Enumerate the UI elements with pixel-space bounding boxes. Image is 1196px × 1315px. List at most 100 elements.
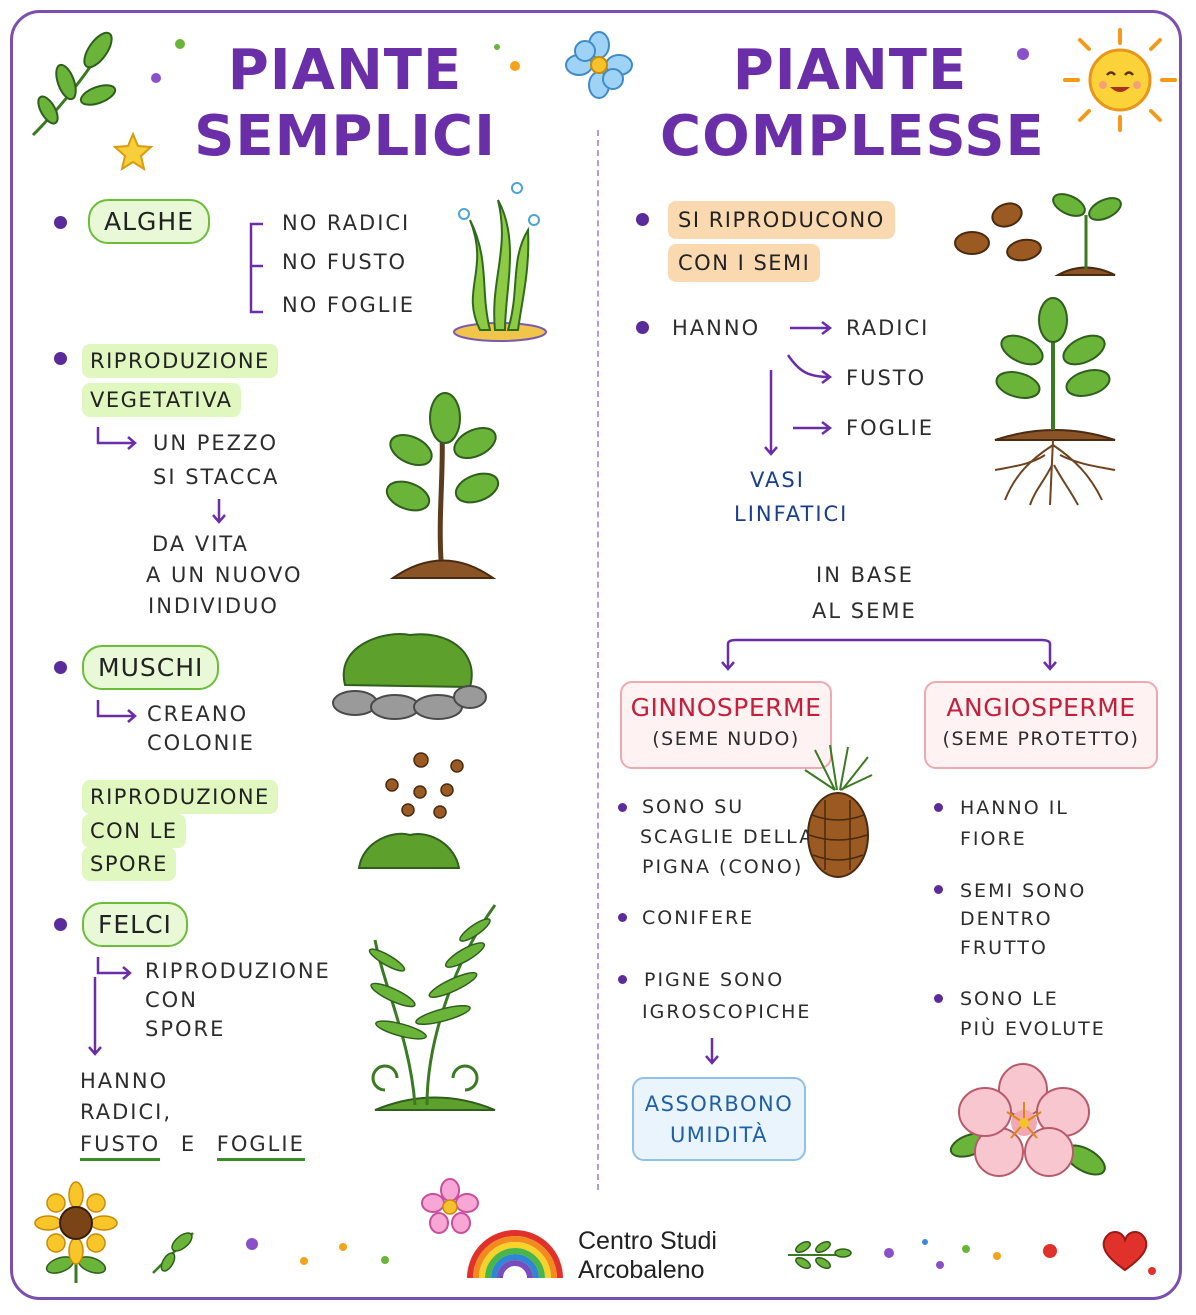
vegetativa-label-2: VEGETATIVA [82,383,241,417]
vegetativa-step2-line3: INDIVIDUO [148,594,279,618]
alghe-item-1: NO RADICI [282,211,411,235]
angio-b1-line1: HANNO IL [960,797,1069,819]
left-title-line1: PIANTE [227,38,463,103]
star-icon [112,131,154,172]
felci-note-line1: RIPRODUZIONE [145,959,331,983]
alghe-bracket [249,222,263,314]
brand-line1: Centro Studi [578,1227,717,1255]
pink-flower-icon [421,1178,479,1234]
felci-note-line2: CON [145,988,198,1012]
arrow-muschi [96,700,137,723]
muschi-note-line1: CREANO [147,702,249,726]
muschi-note-line2: COLONIE [147,731,255,755]
arrow-down-ginno [705,1038,719,1065]
angiosperme-box: ANGIOSPERME (SEME PROTETTO) [924,681,1158,769]
right-title-line1: PIANTE [732,38,968,103]
assorbono-line1: ASSORBONO [644,1092,794,1116]
arrow-vegetativa [96,427,137,450]
hanno-part-radici: RADICI [846,316,930,340]
alghe-pill: ALGHE [88,199,210,244]
sun-icon [1063,28,1177,132]
rainbow-logo-icon [467,1230,563,1279]
angiosperme-subtitle: (SEME PROTETTO) [942,728,1140,750]
bullet-angio-1 [934,803,943,812]
left-title: PIANTE SEMPLICI [175,38,515,170]
hanno-part-foglie: FOGLIE [846,416,935,440]
ginno-b1-line1: SONO SU [642,796,745,818]
bullet-vegetativa [54,352,67,365]
angio-b2-line2: DENTRO [960,908,1053,930]
ginno-b2: CONIFERE [642,907,755,929]
right-title: PIANTE COMPLESSE [660,38,1045,170]
felci-note-line3: SPORE [145,1017,226,1041]
branch-arrows [721,638,1057,671]
ginno-b1-line2: SCAGLIE DELLA [640,826,815,848]
muschi-pill: MUSCHI [82,645,220,690]
center-divider [597,130,599,1190]
arrow-down-vegetativa [212,499,226,524]
felci-pill: FELCI [82,902,188,947]
vasi-line1: VASI [750,468,805,492]
brand-name: Centro Studi Arcobaleno [578,1227,717,1285]
base-line1: IN BASE [816,563,914,587]
felci-has-line1: HANNO [80,1069,169,1093]
flower-icon [565,31,633,99]
bullet-hanno [636,321,649,334]
blossom-icon [949,1063,1106,1177]
pinecone-icon [804,744,873,878]
seaweed-icon [453,182,547,342]
felci-has-line3: FUSTO E FOGLIE [80,1129,305,1161]
bullet-muschi [54,661,67,674]
semi-line1: SI RIPRODUCONO [668,201,895,239]
angio-b2-line1: SEMI SONO [960,880,1087,902]
bullet-ginno-2 [618,913,627,922]
bullet-angio-2 [934,885,943,894]
base-line2: AL SEME [812,599,917,623]
bullet-ginno-3 [618,975,627,984]
branch-icon [31,31,117,137]
angio-b1-line2: FIORE [960,828,1027,850]
seeds-seedling-icon [954,193,1122,276]
felci-has-fusto: FUSTO [80,1132,161,1161]
heart-icon [1102,1231,1148,1272]
vegetativa-step1-line2: SI STACCA [153,465,280,489]
alghe-item-2: NO FUSTO [282,250,408,274]
angio-b3-line1: SONO LE [960,988,1059,1010]
assorbono-box: ASSORBONO UMIDITÀ [632,1077,806,1161]
bullet-felci [54,918,67,931]
angiosperme-title: ANGIOSPERME [946,693,1136,722]
felci-has-foglie: FOGLIE [216,1132,305,1161]
spores-icon [357,752,464,869]
felci-has-conj: E [180,1132,197,1156]
ginnosperme-box: GINNOSPERME (SEME NUDO) [620,681,832,769]
bullet-semi [636,213,649,226]
plant-roots-icon [994,297,1116,506]
left-title-line2: SEMPLICI [194,104,496,169]
vegetativa-step1-line1: UN PEZZO [153,431,278,455]
vasi-line2: LINFATICI [734,502,849,526]
moss-icon [332,633,487,720]
ginno-b1-line3: PIGNA (CONO) [642,856,804,878]
ginnosperme-subtitle: (SEME NUDO) [652,728,800,750]
muschi-spore-line3: SPORE [82,847,176,881]
sunflower-icon [34,1181,118,1283]
hanno-part-fusto: FUSTO [846,366,927,390]
semi-line2: CON I SEMI [668,244,821,282]
muschi-spore-line2: CON LE [82,814,186,848]
ginno-b3-line1: PIGNE SONO [644,969,785,991]
vegetativa-label-1: RIPRODUZIONE [82,344,278,378]
ginno-b3-line2: IGROSCOPICHE [642,1001,812,1023]
felci-has-line2: RADICI, [80,1100,173,1124]
sprig-icon [788,1240,852,1270]
alghe-item-3: NO FOGLIE [282,293,415,317]
right-title-line2: COMPLESSE [660,104,1045,169]
ginnosperme-title: GINNOSPERME [630,693,822,722]
vegetativa-step2-line1: DA VITA [152,532,249,556]
bullet-alghe [54,216,67,229]
arrows-felci [88,957,132,1056]
vegetativa-step2-line2: A UN NUOVO [146,563,303,587]
sprout-plant-icon [385,392,500,579]
angio-b2-line3: FRUTTO [960,937,1048,959]
bullet-ginno-1 [618,803,627,812]
brand-line2: Arcobaleno [578,1256,705,1284]
